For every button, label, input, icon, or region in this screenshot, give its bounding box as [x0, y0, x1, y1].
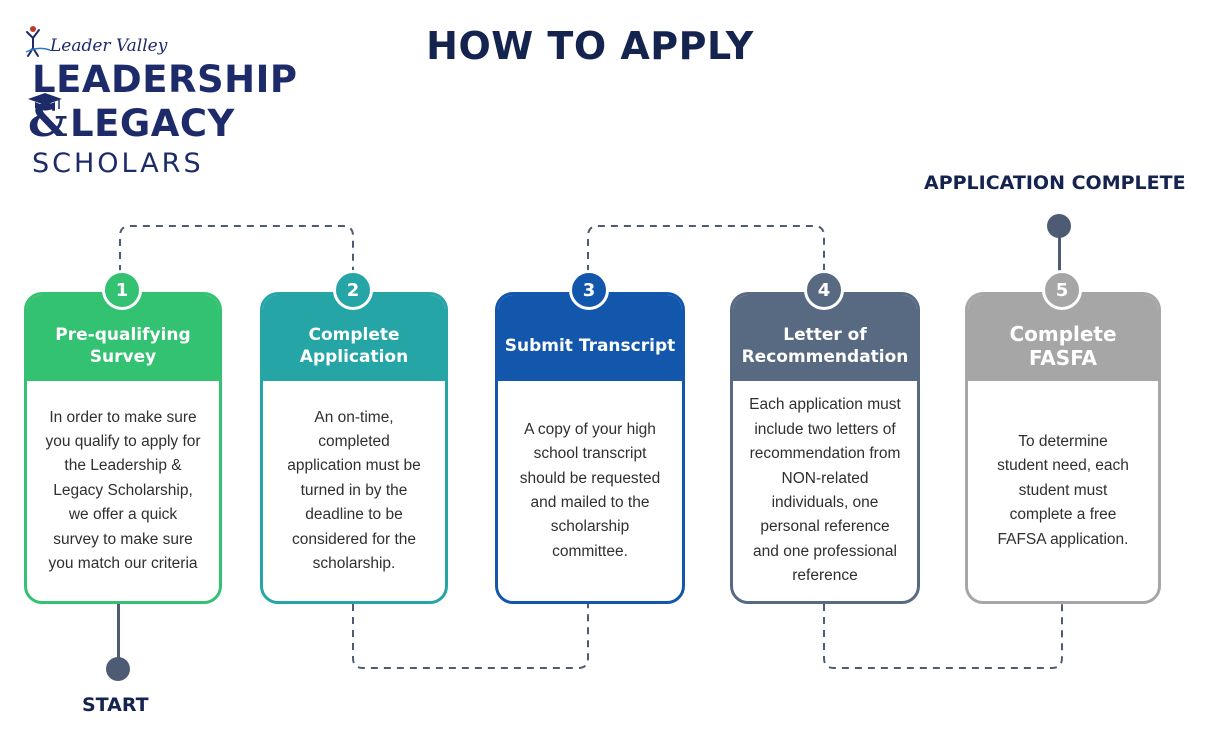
step-2-number-badge: 2: [333, 270, 373, 310]
logo-leadership: LEADERSHIP: [32, 58, 298, 101]
logo-ampersand: &: [28, 96, 68, 147]
step-card-4: Letter of Recommendation Each applicatio…: [730, 292, 920, 604]
start-stem: [117, 604, 120, 664]
step-3-description: A copy of your high school transcript sh…: [519, 420, 661, 560]
page-title: HOW TO APPLY: [426, 24, 754, 68]
end-stem: [1058, 230, 1061, 274]
connector-1-2: [119, 225, 354, 272]
step-1-number-badge: 1: [102, 270, 142, 310]
step-1-description: In order to make sure you qualify to app…: [45, 408, 201, 573]
logo: Leader Valley LEADERSHIP & LEGACY SCHOLA…: [24, 24, 314, 184]
leader-figure-icon: [25, 26, 51, 57]
step-4-title: Letter of Recommendation: [733, 295, 917, 381]
logo-scholars: SCHOLARS: [32, 148, 204, 179]
step-4-description: Each application must include two letter…: [749, 396, 901, 585]
graduation-cap-icon: [28, 93, 62, 111]
step-card-3: Submit Transcript A copy of your high sc…: [495, 292, 685, 604]
step-card-1: Pre-qualifying Survey In order to make s…: [24, 292, 222, 604]
start-label: START: [82, 694, 149, 716]
start-dot: [106, 657, 130, 681]
logo-brand: Leader Valley: [50, 36, 168, 56]
step-5-description: To determine student need, each student …: [997, 432, 1129, 548]
connector-2-3: [352, 604, 589, 669]
connector-3-4: [587, 225, 825, 272]
step-5-number-badge: 5: [1042, 270, 1082, 310]
connector-4-5: [823, 604, 1063, 669]
step-3-number-badge: 3: [569, 270, 609, 310]
step-card-2: Complete Application An on-time, complet…: [260, 292, 448, 604]
step-4-number-badge: 4: [804, 270, 844, 310]
step-card-5: Complete FASFA To determine student need…: [965, 292, 1161, 604]
application-complete-label: APPLICATION COMPLETE: [924, 172, 1186, 194]
logo-legacy: LEGACY: [70, 102, 235, 145]
end-dot: [1047, 214, 1071, 238]
step-2-description: An on-time, completed application must b…: [287, 408, 421, 573]
